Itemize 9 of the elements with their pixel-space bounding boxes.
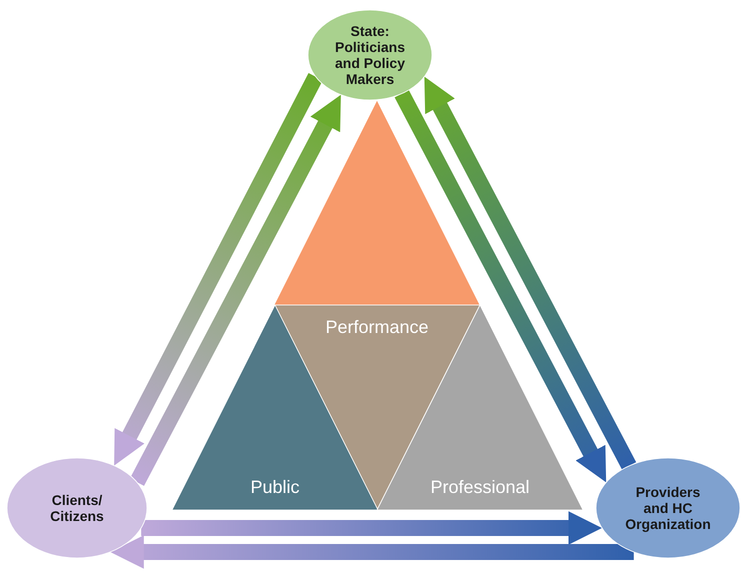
block-arrow — [141, 511, 602, 545]
triangle — [274, 100, 480, 305]
segment-label: Professional — [429, 477, 531, 498]
segment-label: Public — [249, 477, 301, 498]
node-label: Providers and HC Organization — [625, 484, 711, 532]
node-label: State: Politicians and Policy Makers — [334, 22, 406, 88]
block-arrow — [110, 535, 634, 569]
segment-label: Performance — [324, 317, 430, 338]
node-label: Clients/ Citizens — [50, 492, 104, 524]
